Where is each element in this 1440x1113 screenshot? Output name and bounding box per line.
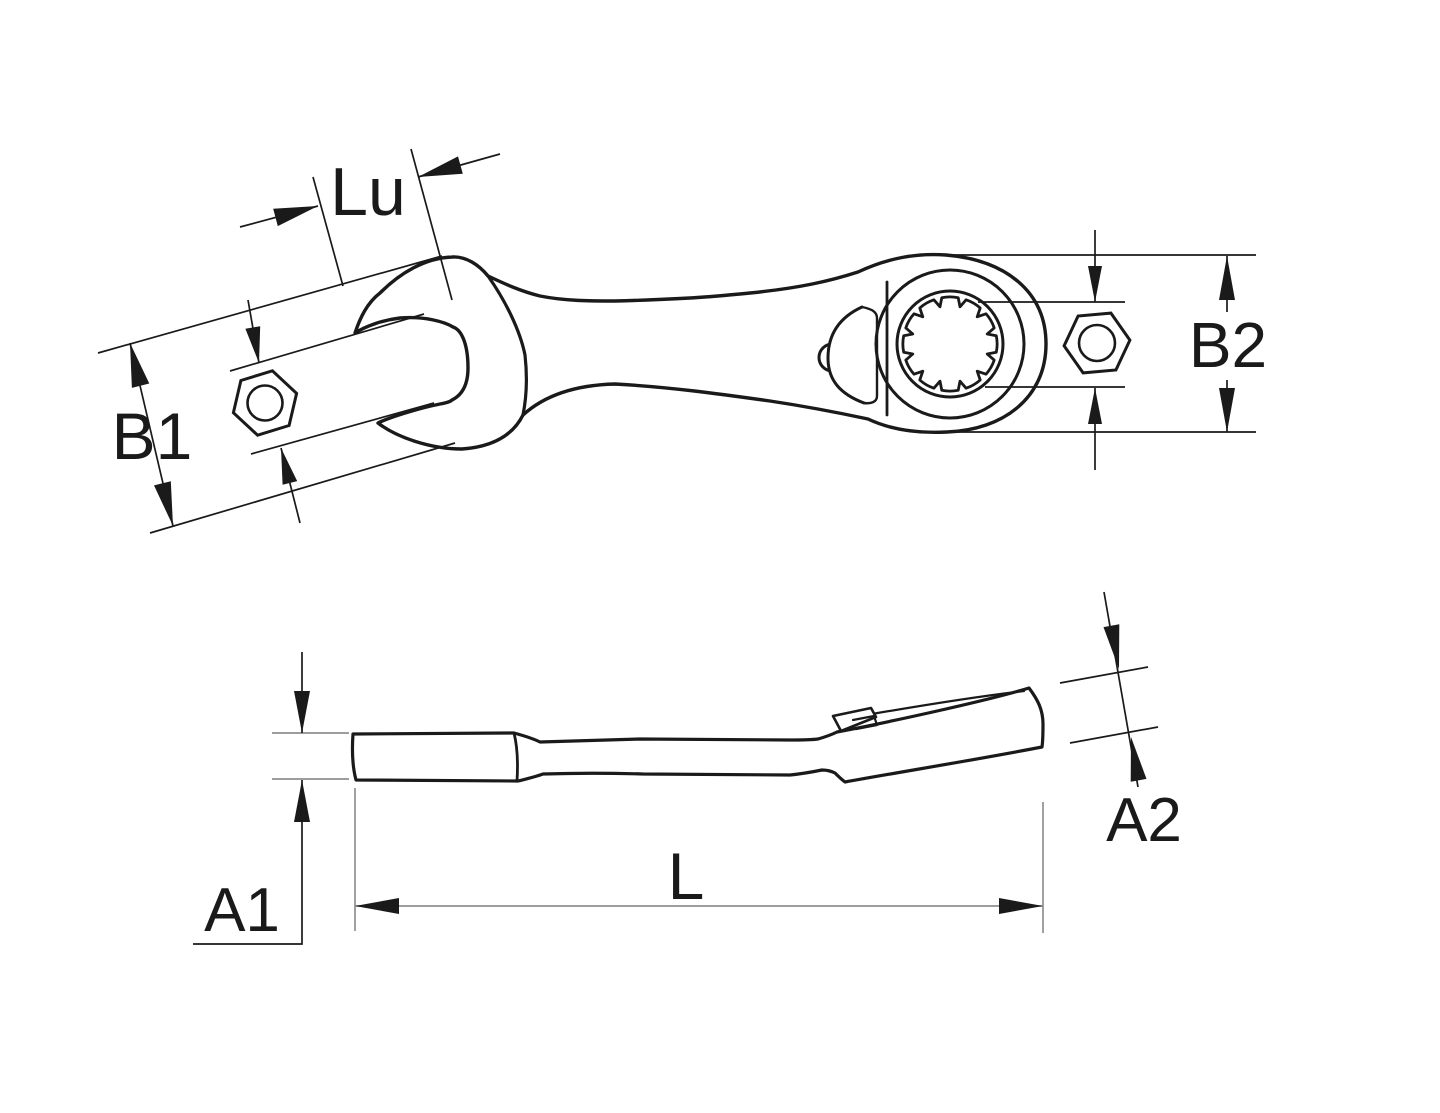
a2-arrowhead-bottom	[1130, 737, 1147, 782]
lu-arrowhead-right	[418, 156, 463, 177]
lu-extension-right	[410, 148, 453, 301]
l-arrowhead-right	[999, 898, 1043, 914]
b1-extension-bottom	[149, 442, 456, 534]
dim-l	[354, 788, 1044, 933]
side-view	[350, 686, 1045, 784]
a1-arrowhead-top	[294, 691, 310, 733]
hex-nut-right-bore	[1077, 323, 1117, 363]
jaw-arrowhead-bottom	[281, 448, 298, 485]
a1-leader	[193, 780, 303, 945]
top-view	[353, 252, 1048, 451]
wrench-side-outline	[350, 686, 1045, 784]
label-a1: A1	[204, 876, 280, 945]
label-a2: A2	[1106, 786, 1182, 855]
open-end-block-edge	[512, 731, 519, 783]
b1-extension-top	[97, 255, 443, 354]
hex-nut-symbol-right	[1062, 311, 1132, 375]
b2-arrowhead-top	[1219, 256, 1235, 300]
l-arrowhead-left	[355, 898, 399, 914]
a2-arrowhead-top	[1103, 624, 1120, 669]
bore-arrowhead-top	[1088, 266, 1102, 302]
hex-nut-symbol-left	[231, 369, 299, 437]
dim-lu	[239, 148, 501, 301]
jaw-flat-line-top	[229, 313, 425, 372]
jaw-arrowhead-top	[245, 326, 261, 363]
dim-b1	[97, 255, 456, 534]
dim-a1	[193, 652, 349, 945]
jaw-flat-line-bottom	[250, 402, 435, 455]
ring-inner-circle	[895, 289, 1005, 399]
lever-tab-side-line	[854, 720, 890, 731]
label-lu: Lu	[330, 154, 406, 230]
a2-extension-top	[1059, 666, 1149, 684]
head-chamfer-line	[870, 689, 1026, 716]
label-l: L	[668, 839, 705, 913]
label-b1: B1	[112, 399, 193, 473]
open-end-neck-edge	[486, 274, 529, 417]
lever-housing-outline	[826, 305, 866, 405]
b2-arrowhead-bottom	[1219, 388, 1235, 432]
dim-b2	[950, 230, 1256, 470]
dim-a2	[1059, 591, 1159, 788]
lu-arrowhead-left	[273, 206, 318, 227]
bore-arrowhead-bottom	[1088, 388, 1102, 424]
ring-outer-circle	[874, 268, 1026, 420]
label-b2: B2	[1189, 309, 1267, 381]
hex-nut-left-bore	[246, 384, 284, 422]
a1-arrowhead-bottom	[294, 780, 310, 822]
wrench-top-outline	[353, 252, 1048, 451]
b1-arrowhead-bottom	[154, 481, 173, 526]
spline-bore-profile	[901, 295, 999, 393]
a2-extension-bottom	[1069, 726, 1159, 744]
lever-housing-fill	[828, 307, 878, 403]
b1-arrowhead-top	[130, 343, 150, 388]
lu-extension-left	[312, 176, 344, 287]
